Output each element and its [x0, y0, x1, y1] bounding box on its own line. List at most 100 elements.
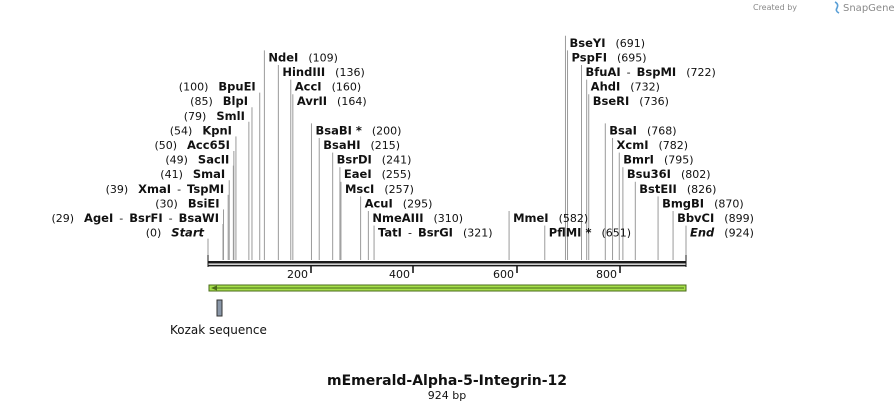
enzyme-site-label[interactable]: AhdI(732) [591, 80, 660, 94]
enzyme-site-label[interactable]: BsrDI(241) [337, 153, 412, 167]
enzyme-name: BpuEI [218, 80, 255, 94]
enzyme-site-label[interactable]: BfuAI-BspMI(722) [586, 65, 716, 79]
tick-label: 600 [493, 268, 514, 281]
enzyme-name: BstEII [639, 182, 677, 196]
site-position: (257) [384, 183, 414, 196]
enzyme-site-label[interactable]: AccI (160) [295, 80, 361, 94]
enzyme-site-label[interactable]: BsaBI *(200) [315, 123, 401, 137]
enzyme-site-label[interactable]: Bsu36I(802) [627, 167, 711, 181]
enzyme-name: AccI [295, 80, 322, 94]
feature-kozak[interactable]: Kozak sequence [170, 299, 267, 337]
site-position: (164) [337, 95, 367, 108]
enzyme-site-label[interactable]: NdeI (109) [268, 50, 338, 64]
site-position: (241) [382, 154, 412, 167]
site-position: (321) [463, 227, 493, 240]
tick-label: 800 [596, 268, 617, 281]
enzyme-site-label[interactable]: SmlI(79) [184, 109, 245, 123]
enzyme-site-label[interactable]: BpuEI (100) [179, 80, 256, 94]
site-position: (768) [647, 124, 677, 137]
enzyme-site-label[interactable]: TatI-BsrGI(321) [378, 226, 492, 240]
enzyme-name: TatI [378, 226, 402, 240]
enzyme-site-label[interactable]: KpnI(54) [170, 123, 232, 137]
site-position: (215) [371, 139, 401, 152]
site-position: (109) [308, 51, 338, 64]
orf-left-arrowhead-icon [211, 285, 217, 291]
enzyme-site-label[interactable]: HindIII(136) [282, 65, 364, 79]
enzyme-site-label[interactable]: Start(0) [146, 226, 205, 240]
enzyme-site-label[interactable]: BseRI(736) [593, 94, 669, 108]
enzyme-site-label[interactable]: Acc65I (50) [154, 138, 229, 152]
backbone-bottom-strand [208, 264, 686, 267]
site-position: (160) [332, 81, 362, 94]
enzyme-site-label[interactable]: PspFI(695) [572, 50, 647, 64]
enzyme-name: EaeI [344, 167, 372, 181]
enzyme-name: AgeI [84, 211, 113, 225]
enzyme-site-label[interactable]: EaeI(255) [344, 167, 411, 181]
credit-text: Created by [753, 3, 797, 12]
site-position: (924) [724, 227, 754, 240]
enzyme-site-label[interactable]: XcmI(782) [617, 138, 689, 152]
enzyme-site-label[interactable]: MmeI (582) [513, 211, 588, 225]
enzyme-name: BspMI [637, 65, 677, 79]
enzyme-site-label[interactable]: SmaI(41) [160, 167, 225, 181]
enzyme-site-label[interactable]: MscI(257) [345, 182, 414, 196]
enzyme-separator: - [177, 183, 181, 196]
brand-name: SnapGene [843, 3, 895, 14]
enzyme-site-label[interactable]: BsaI (768) [609, 123, 676, 137]
kozak-sequence-marker[interactable] [216, 299, 223, 317]
site-position: (782) [658, 139, 688, 152]
enzyme-site-label[interactable]: BmrI(795) [623, 153, 693, 167]
enzyme-site-label[interactable]: BstEII(826) [639, 182, 716, 196]
kozak-sequence-label: Kozak sequence [170, 323, 267, 337]
enzyme-site-label[interactable]: BseYI (691) [569, 36, 645, 50]
enzyme-site-label[interactable]: BmgBI(870) [662, 196, 744, 210]
ruler-tick-800: 800 [596, 266, 621, 281]
site-position: (899) [724, 212, 754, 225]
enzyme-name: BsaI [609, 123, 637, 137]
enzyme-site-label[interactable]: BsiEI(30) [155, 196, 219, 210]
site-position: (49) [165, 154, 188, 167]
enzyme-separator: - [169, 212, 173, 225]
enzyme-separator: - [119, 212, 123, 225]
site-position: (651) [601, 227, 631, 240]
enzyme-site-label[interactable]: AvrII (164) [297, 94, 367, 108]
site-position: (691) [615, 37, 645, 50]
enzyme-name: BmrI [623, 153, 654, 167]
enzyme-name: NdeI [268, 50, 298, 64]
site-position: (50) [154, 139, 177, 152]
site-position: (30) [155, 197, 178, 210]
enzyme-name: SmlI [216, 109, 245, 123]
enzyme-site-label[interactable]: PflMI *(651) [549, 226, 631, 240]
backbone-top-strand [208, 261, 686, 264]
enzyme-name: MmeI [513, 211, 549, 225]
enzyme-site-label[interactable]: BsaWI-BsrFI-AgeI(29) [51, 211, 219, 225]
enzyme-site-label[interactable]: BbvCI (899) [677, 211, 754, 225]
site-position: (200) [372, 124, 402, 137]
enzyme-site-label[interactable]: SacII(49) [165, 153, 229, 167]
enzyme-name: BsrFI [129, 211, 162, 225]
tick-label: 400 [389, 268, 410, 281]
snapgene-icon [834, 1, 840, 14]
orf-arrow[interactable] [208, 284, 687, 292]
enzyme-name: XmaI [138, 182, 171, 196]
site-position: (29) [51, 212, 74, 225]
enzyme-name: BseYI [569, 36, 605, 50]
enzyme-site-label[interactable]: AcuI(295) [365, 196, 433, 210]
enzyme-name: AvrII [297, 94, 327, 108]
site-labels: Start(0)BsaWI-BsrFI-AgeI(29)BsiEI(30)Tsp… [51, 36, 753, 240]
map-title: mEmerald-Alpha-5-Integrin-12 [327, 373, 567, 389]
enzyme-site-label[interactable]: BsaHI(215) [323, 138, 400, 152]
enzyme-name: Acc65I [187, 138, 230, 152]
enzyme-site-label[interactable]: BlpI(85) [190, 94, 248, 108]
enzyme-site-label[interactable]: NmeAIII(310) [372, 211, 463, 225]
sequence-backbone [207, 255, 687, 267]
enzyme-site-label[interactable]: End(924) [690, 226, 754, 240]
site-position: (582) [559, 212, 589, 225]
site-position: (722) [686, 66, 716, 79]
enzyme-separator: - [627, 66, 631, 79]
enzyme-name: KpnI [202, 123, 232, 137]
site-position: (100) [179, 81, 209, 94]
enzyme-site-label[interactable]: TspMI-XmaI(39) [106, 182, 225, 196]
enzyme-name: BbvCI [677, 211, 714, 225]
